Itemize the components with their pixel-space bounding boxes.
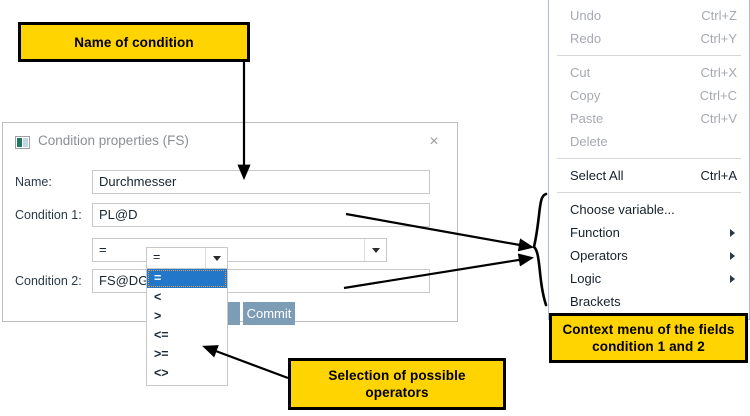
dropdown-option[interactable]: < <box>154 290 162 304</box>
dropdown-option[interactable]: = <box>147 269 227 288</box>
commit-button[interactable]: Commit <box>243 302 295 325</box>
operator-select-wide-value: = <box>99 242 107 257</box>
chevron-down-icon[interactable] <box>364 239 386 261</box>
callout-selection-of-operators: Selection of possible operators <box>288 358 506 410</box>
operator-select-open-value: = <box>153 250 161 264</box>
menu-item-shortcut: Ctrl+X <box>700 65 737 80</box>
dropdown-option[interactable]: > <box>154 309 162 323</box>
menu-item-shortcut: Ctrl+Z <box>701 8 737 23</box>
menu-item-redo: Redo Ctrl+Y <box>549 27 749 50</box>
menu-item-label: Cut <box>570 65 591 80</box>
menu-item-logic[interactable]: Logic <box>549 267 749 290</box>
menu-item-label: Select All <box>570 168 624 183</box>
menu-item-function[interactable]: Function <box>549 221 749 244</box>
condition1-input[interactable]: PL@D <box>92 203 430 227</box>
callout-name-of-condition: Name of condition <box>18 22 250 62</box>
menu-separator <box>557 192 741 193</box>
menu-item-label: Function <box>570 225 620 240</box>
menu-item-label: Operators <box>570 248 628 263</box>
menu-item-label: Paste <box>570 111 604 126</box>
operator-dropdown-list[interactable]: =<><=>=<> <box>146 269 228 386</box>
menu-item-label: Copy <box>570 88 601 103</box>
condition2-label: Condition 2: <box>15 274 82 288</box>
menu-item-label: Choose variable... <box>570 202 675 217</box>
menu-item-choose-variable[interactable]: Choose variable... <box>549 198 749 221</box>
dialog-title: Condition properties (FS) <box>38 133 189 148</box>
menu-separator <box>557 158 741 159</box>
callout-context-menu-note: Context menu of the fields condition 1 a… <box>549 313 748 363</box>
menu-item-label: Brackets <box>570 294 621 309</box>
menu-item-label: Redo <box>570 31 602 46</box>
menu-item-paste: Paste Ctrl+V <box>549 107 749 130</box>
menu-item-shortcut: Ctrl+Y <box>700 31 737 46</box>
condition2-input[interactable]: FS@DG <box>92 269 430 293</box>
dropdown-option[interactable]: <= <box>154 328 169 342</box>
menu-item-label: Logic <box>570 271 602 286</box>
menu-item-select-all[interactable]: Select All Ctrl+A <box>549 164 749 187</box>
context-menu: Undo Ctrl+Z Redo Ctrl+Y Cut Ctrl+X Copy Ctrl+C P… <box>548 0 750 320</box>
menu-item-copy: Copy Ctrl+C <box>549 84 749 107</box>
name-label: Name: <box>15 175 52 189</box>
menu-item-brackets[interactable]: Brackets <box>549 290 749 313</box>
chevron-right-icon <box>730 251 735 260</box>
chevron-down-icon[interactable] <box>205 248 227 268</box>
operator-select-open[interactable]: = <box>146 247 228 269</box>
operator-select-wide[interactable]: = <box>92 238 387 262</box>
menu-item-undo: Undo Ctrl+Z <box>549 4 749 27</box>
name-input[interactable]: Durchmesser <box>92 170 430 194</box>
menu-separator <box>557 55 741 56</box>
menu-item-label: Undo <box>570 8 602 23</box>
menu-item-shortcut: Ctrl+C <box>699 88 737 103</box>
chevron-right-icon <box>730 228 735 237</box>
dropdown-option[interactable]: >= <box>154 347 169 361</box>
dialog-titlebar: Condition properties (FS) × <box>3 123 457 161</box>
dropdown-option[interactable]: <> <box>154 366 169 380</box>
menu-item-cut: Cut Ctrl+X <box>549 61 749 84</box>
menu-item-shortcut: Ctrl+V <box>700 111 737 126</box>
menu-item-label: Delete <box>570 134 608 149</box>
context-menu-brace <box>532 192 548 307</box>
menu-item-operators[interactable]: Operators <box>549 244 749 267</box>
close-icon[interactable]: × <box>429 133 439 150</box>
condition1-label: Condition 1: <box>15 208 82 222</box>
menu-item-delete: Delete <box>549 130 749 153</box>
chevron-right-icon <box>730 274 735 283</box>
menu-item-shortcut: Ctrl+A <box>700 168 737 183</box>
window-icon <box>15 136 30 149</box>
